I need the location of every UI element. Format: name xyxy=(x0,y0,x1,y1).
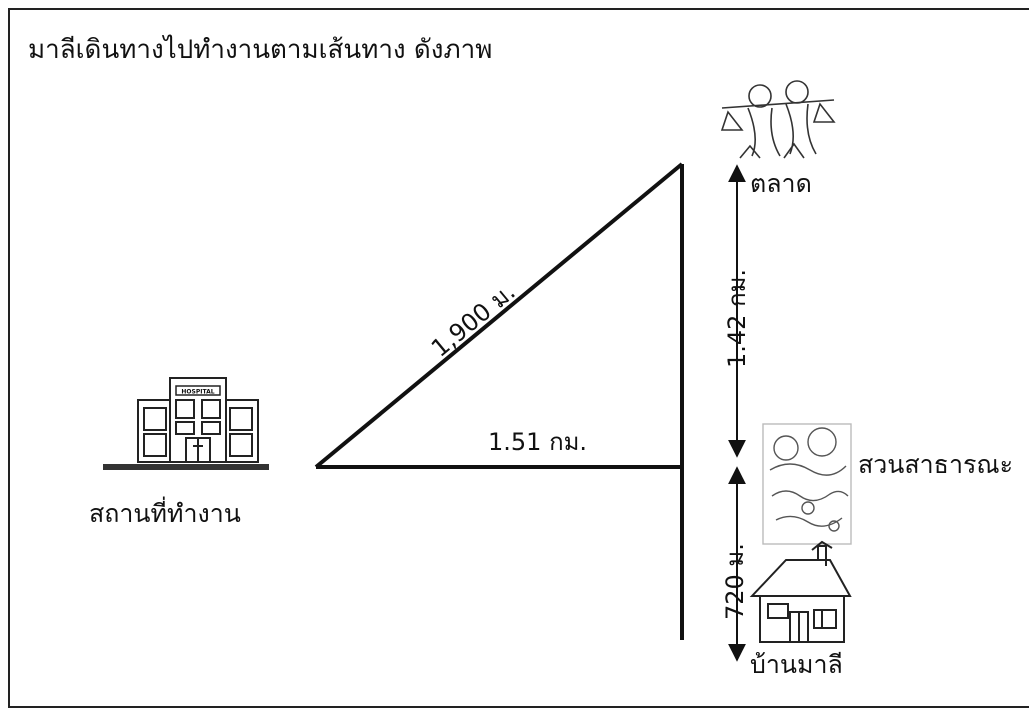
diagonal-distance-label: 1,900 ม. xyxy=(426,277,521,362)
market-vendors-icon xyxy=(720,80,836,159)
house-icon xyxy=(749,540,852,643)
diagonal-route-line xyxy=(314,162,684,469)
market-label: ตลาด xyxy=(750,169,812,198)
workplace-label: สถานที่ทำงาน xyxy=(89,496,241,528)
hospital-sign-text: HOSPITAL xyxy=(181,389,214,396)
page-title: มาลีเดินทางไปทำงานตามเส้นทาง ดังภาพ xyxy=(28,34,492,65)
horizontal-distance-label: 1.51 กม. xyxy=(488,428,587,456)
route-diagram: มาลีเดินทางไปทำงานตามเส้นทาง ดังภาพ 1,90… xyxy=(28,34,1013,679)
park-icon xyxy=(762,423,852,545)
park-label: สวนสาธารณะ xyxy=(858,450,1013,479)
diagram-canvas: มาลีเดินทางไปทำงานตามเส้นทาง ดังภาพ 1,90… xyxy=(8,8,1029,708)
hospital-icon: HOSPITAL xyxy=(103,377,269,470)
home-label: บ้านมาลี xyxy=(750,650,843,679)
park-home-distance-label: 720 ม. xyxy=(721,543,749,620)
